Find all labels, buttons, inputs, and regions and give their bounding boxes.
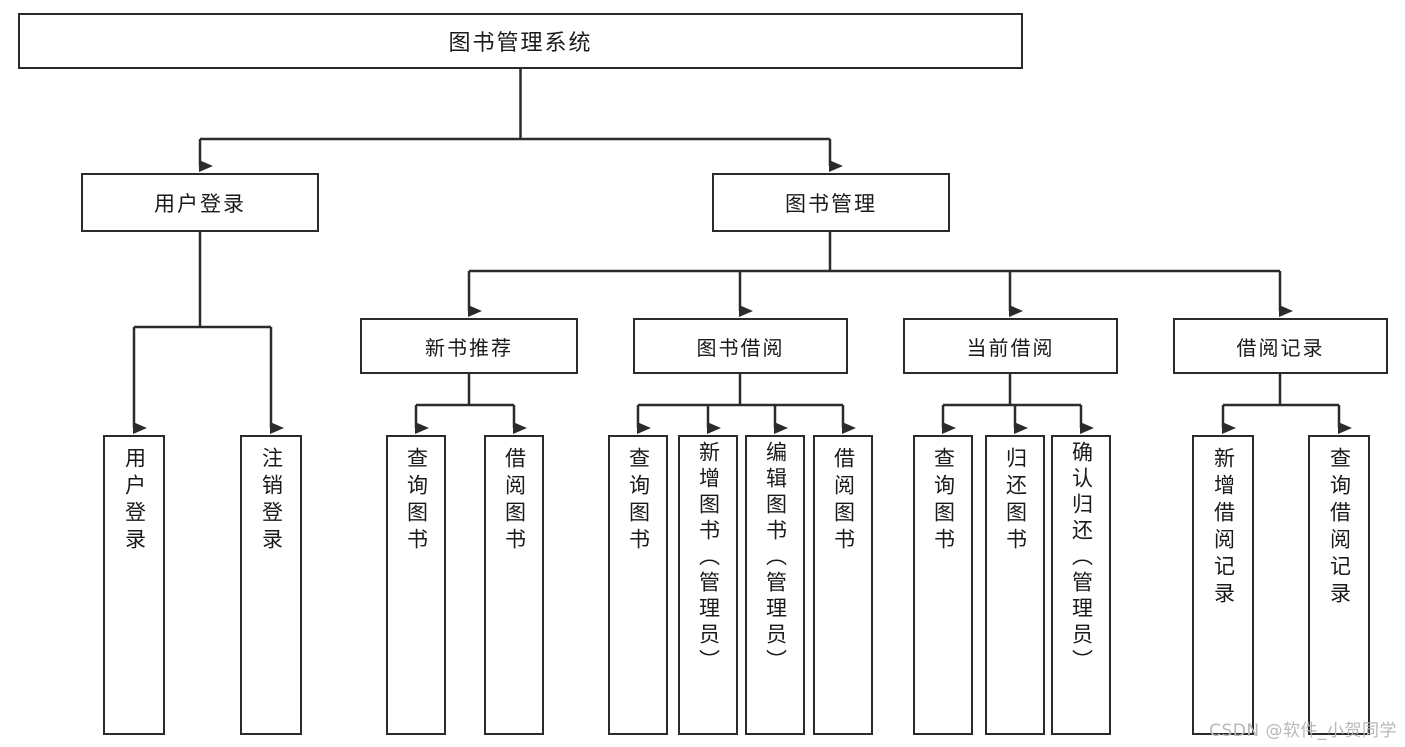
node-leaf-add-book[interactable]: 新增图书（管理员） <box>678 435 738 735</box>
node-leaf-user-login[interactable]: 用户登录 <box>103 435 165 735</box>
node-leaf-query-record[interactable]: 查询借阅记录 <box>1308 435 1370 735</box>
node-leaf-return-book-label: 归还图书 <box>1003 447 1028 555</box>
node-root[interactable]: 图书管理系统 <box>18 13 1023 69</box>
node-new-book-recommend-label: 新书推荐 <box>425 335 513 360</box>
node-leaf-edit-book[interactable]: 编辑图书（管理员） <box>745 435 805 735</box>
node-user-login-label: 用户登录 <box>154 191 246 216</box>
node-leaf-borrow-book-2[interactable]: 借阅图书 <box>813 435 873 735</box>
node-leaf-borrow-book-2-label: 借阅图书 <box>831 447 856 555</box>
node-user-login[interactable]: 用户登录 <box>81 173 319 232</box>
node-root-label: 图书管理系统 <box>448 31 593 56</box>
node-leaf-borrow-book-1[interactable]: 借阅图书 <box>484 435 544 735</box>
node-book-borrow[interactable]: 图书借阅 <box>633 318 848 374</box>
node-leaf-query-book-2-label: 查询图书 <box>626 447 651 555</box>
csdn-watermark: CSDN @软件_小贺同学 <box>1209 721 1397 741</box>
node-leaf-query-record-label: 查询借阅记录 <box>1327 447 1352 609</box>
node-book-manage[interactable]: 图书管理 <box>712 173 950 232</box>
node-leaf-query-book-3-label: 查询图书 <box>931 447 956 555</box>
node-current-borrow-label: 当前借阅 <box>966 335 1055 360</box>
node-leaf-confirm-return[interactable]: 确认归还（管理员） <box>1051 435 1111 735</box>
node-leaf-user-login-label: 用户登录 <box>122 447 147 555</box>
node-leaf-query-book-1-label: 查询图书 <box>404 447 429 555</box>
node-current-borrow[interactable]: 当前借阅 <box>903 318 1118 374</box>
node-borrow-record-label: 借阅记录 <box>1236 335 1325 360</box>
node-book-borrow-label: 图书借阅 <box>696 335 785 360</box>
node-leaf-add-book-label: 新增图书（管理员） <box>696 441 721 675</box>
node-leaf-query-book-1[interactable]: 查询图书 <box>386 435 446 735</box>
node-leaf-edit-book-label: 编辑图书（管理员） <box>763 441 788 675</box>
node-borrow-record[interactable]: 借阅记录 <box>1173 318 1388 374</box>
node-new-book-recommend[interactable]: 新书推荐 <box>360 318 578 374</box>
node-book-manage-label: 图书管理 <box>785 191 877 216</box>
node-leaf-return-book[interactable]: 归还图书 <box>985 435 1045 735</box>
node-leaf-add-record-label: 新增借阅记录 <box>1211 447 1236 609</box>
node-leaf-user-logout[interactable]: 注销登录 <box>240 435 302 735</box>
node-leaf-borrow-book-1-label: 借阅图书 <box>502 447 527 555</box>
node-leaf-query-book-2[interactable]: 查询图书 <box>608 435 668 735</box>
node-leaf-confirm-return-label: 确认归还（管理员） <box>1069 441 1094 675</box>
node-leaf-add-record[interactable]: 新增借阅记录 <box>1192 435 1254 735</box>
node-leaf-query-book-3[interactable]: 查询图书 <box>913 435 973 735</box>
node-leaf-user-logout-label: 注销登录 <box>259 447 284 555</box>
